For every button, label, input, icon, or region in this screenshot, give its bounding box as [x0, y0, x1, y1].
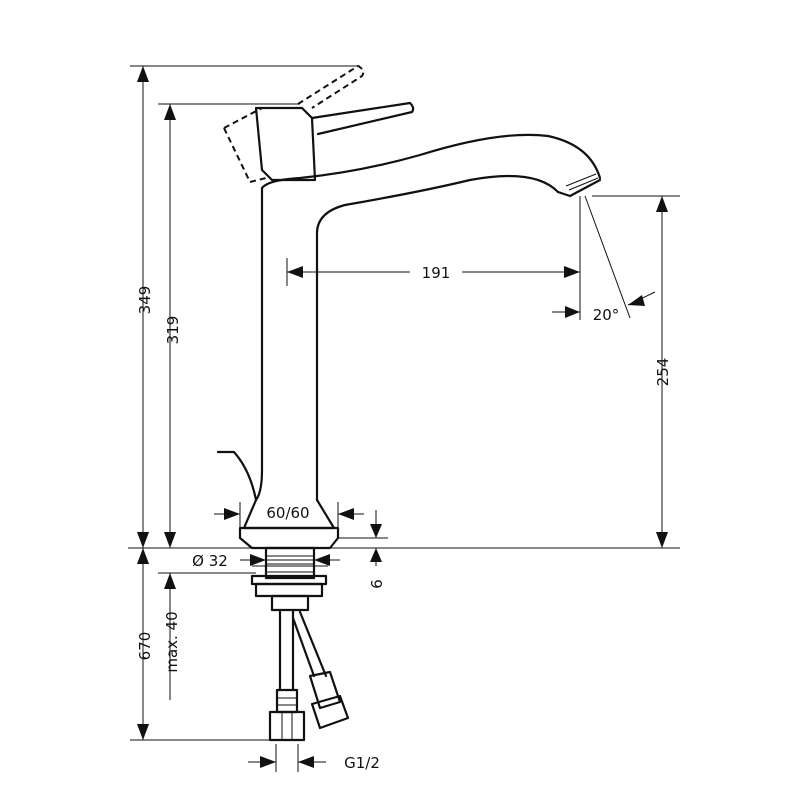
label-spout-height: 254 [654, 358, 672, 387]
faucet-outline [216, 133, 602, 502]
lever-handle [254, 101, 415, 182]
label-body-height: 319 [164, 316, 182, 345]
dimension-spout-reach: 191 [286, 196, 581, 320]
label-hole-diameter: Ø 32 [192, 552, 228, 570]
lever-handle-alt [223, 64, 365, 184]
label-spout-reach: 191 [422, 264, 451, 282]
label-spray-angle: 20° [593, 306, 620, 324]
dimension-max-thickness: max. 40 [158, 572, 256, 700]
label-hose-length: 670 [136, 632, 154, 661]
dimension-overall-height: 349 [130, 65, 360, 548]
dimension-connection-thread: G1/2 [248, 744, 380, 772]
dimension-body-height: 319 [158, 103, 300, 548]
dimension-spout-height: 254 [592, 195, 680, 548]
label-base-size: 60/60 [266, 504, 309, 522]
dimension-base-size: 60/60 [214, 502, 364, 528]
dimension-hose-length: 670 [130, 548, 300, 741]
label-base-thickness: 6 [368, 579, 386, 589]
mounting-hardware [250, 546, 330, 612]
label-max-thickness: max. 40 [163, 611, 181, 672]
dimension-base-thickness: 6 [338, 510, 388, 589]
label-connection-thread: G1/2 [344, 754, 380, 772]
label-overall-height: 349 [136, 286, 154, 315]
dimension-hole-diameter: Ø 32 [192, 552, 340, 570]
dimension-spray-angle: 20° [552, 195, 656, 324]
supply-hoses [268, 608, 350, 742]
